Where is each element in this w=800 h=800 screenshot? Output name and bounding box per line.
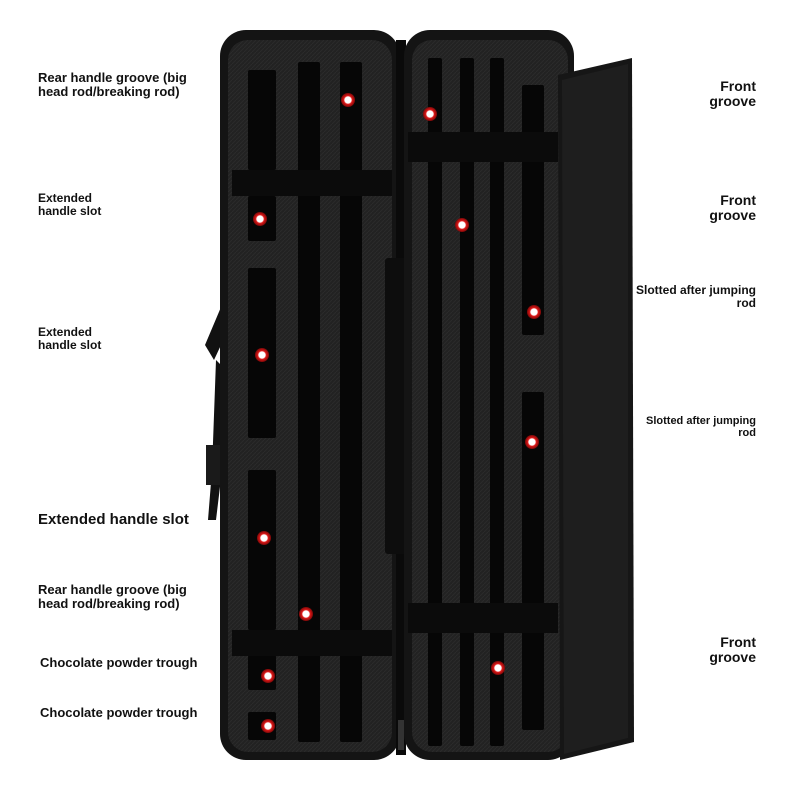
label-front-groove-3: Front groove	[709, 635, 756, 664]
marker-dot	[525, 435, 539, 449]
label-line: head rod/breaking rod)	[38, 595, 180, 611]
label-line: Chocolate powder trough	[40, 705, 198, 720]
case-left-half	[220, 30, 400, 760]
marker-dot	[261, 719, 275, 733]
case-right-half	[404, 30, 574, 760]
label-line: head rod/breaking rod)	[38, 83, 180, 99]
marker-dot	[341, 93, 355, 107]
leader-lines	[38, 99, 756, 731]
label-extended-handle-slot-2: Extended handle slot	[38, 326, 101, 351]
label-line: Slotted after jumping	[636, 283, 756, 297]
case-lid-flap	[558, 58, 634, 760]
label-line: Slotted after jumping	[646, 415, 756, 427]
label-line: Extended	[38, 325, 93, 339]
label-line: groove	[709, 648, 756, 665]
label-front-groove-1: Front groove	[709, 79, 756, 108]
marker-dot	[423, 107, 437, 121]
marker-dot	[257, 531, 271, 545]
label-line: Rear handle groove (big	[38, 582, 187, 597]
label-line: Extended	[38, 191, 93, 205]
label-line: Front	[720, 78, 756, 94]
marker-dot	[491, 661, 505, 675]
label-line: Front	[720, 192, 756, 208]
label-line: groove	[709, 92, 756, 109]
label-line: Rear handle groove (big	[38, 70, 187, 85]
label-line: rod	[738, 426, 756, 439]
label-slotted-after-jumping-rod-1: Slotted after jumping rod	[636, 284, 756, 309]
label-line: handle slot	[38, 203, 102, 218]
label-line: rod	[736, 295, 756, 310]
label-line: Front	[720, 634, 756, 650]
marker-dot	[455, 218, 469, 232]
marker-dot	[253, 212, 267, 226]
marker-dot	[261, 669, 275, 683]
label-slotted-after-jumping-rod-2: Slotted after jumping rod	[646, 415, 756, 439]
label-line: handle slot	[38, 337, 102, 352]
label-extended-handle-slot-1: Extended handle slot	[38, 192, 101, 217]
label-rear-handle-groove-bottom: Rear handle groove (big head rod/breakin…	[38, 583, 187, 610]
label-front-groove-2: Front groove	[709, 193, 756, 222]
label-line: Chocolate powder trough	[40, 655, 198, 670]
label-chocolate-powder-trough-1: Chocolate powder trough	[40, 656, 197, 670]
label-extended-handle-slot-3: Extended handle slot	[38, 512, 189, 528]
label-rear-handle-groove-top: Rear handle groove (big head rod/breakin…	[38, 71, 187, 98]
marker-dots	[253, 93, 541, 733]
marker-dot	[299, 607, 313, 621]
label-chocolate-powder-trough-2: Chocolate powder trough	[40, 706, 197, 720]
marker-dot	[527, 305, 541, 319]
marker-dot	[255, 348, 269, 362]
label-line: Extended handle slot	[38, 511, 189, 528]
label-line: groove	[709, 206, 756, 223]
